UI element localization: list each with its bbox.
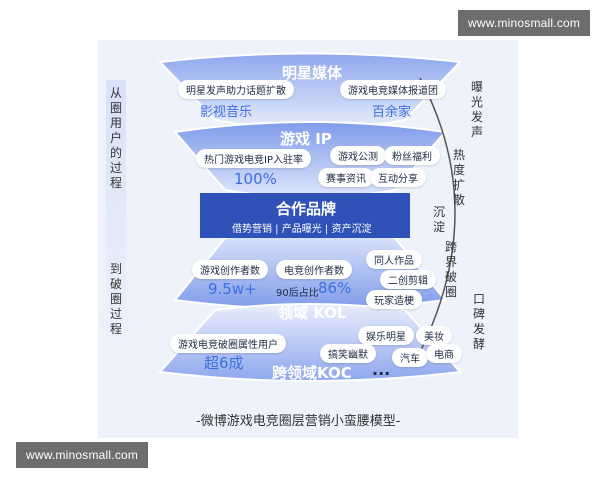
- right-arc: [419, 77, 456, 353]
- left-label-lower: 到破圈过程: [109, 262, 122, 336]
- diagram-caption: -微博游戏电竞圈层营销小蛮腰模型-: [196, 414, 401, 429]
- tier2-title: 游戏 IP: [280, 130, 332, 148]
- process-arrow: [98, 80, 134, 352]
- tier4-tag-3: 搞笑幽默: [320, 344, 376, 363]
- watermark-bottom: www.minosmall.com: [16, 442, 149, 468]
- right-label-exposure: 曝光发声: [470, 80, 483, 139]
- tier1-label-left: 影视音乐: [200, 105, 253, 120]
- tier2-pill-left: 热门游戏电竞IP入驻率: [196, 149, 311, 168]
- right-label-heat: 热度扩散: [452, 148, 465, 207]
- tier3-pill-mid: 电竞创作者数: [276, 260, 352, 279]
- right-label-wordofmouth: 口碑发酵: [472, 292, 485, 351]
- tier3-tag-2: 二创剪辑: [380, 270, 436, 289]
- watermark-top: www.minosmall.com: [458, 10, 591, 36]
- left-label-upper: 从圈用户的过程: [109, 86, 122, 190]
- tier4-tag-5: 电商: [426, 344, 462, 363]
- tier2-tag-4: 互动分享: [370, 168, 426, 187]
- tier3-ratio: 86%: [318, 279, 352, 297]
- tier4-pill-left: 游戏电竞破圈属性用户: [170, 334, 286, 353]
- right-label-settle: 沉淀: [432, 205, 445, 234]
- tier4-tag-1: 娱乐明星: [358, 326, 414, 345]
- center-title: 合作品牌: [276, 200, 337, 218]
- tier1-title: 明星媒体: [282, 64, 343, 82]
- tier1-label-right: 百余家: [372, 105, 412, 120]
- tier2-tag-3: 赛事资讯: [318, 168, 374, 187]
- tier4-title: 跨领域KOC: [272, 364, 352, 382]
- tier3-tag-3: 玩家造梗: [366, 290, 422, 309]
- tier4-more: ...: [372, 360, 391, 379]
- tier2-value: 100%: [234, 170, 277, 188]
- tier1-pill-left: 明星发声助力话题扩散: [178, 80, 294, 99]
- tier3-value: 9.5w+: [208, 280, 257, 298]
- center-subtitle: 借势营销 | 产品曝光 | 资产沉淀: [232, 224, 372, 235]
- tier4-tag-2: 美妆: [416, 326, 452, 345]
- right-label-crossover: 跨界破圈: [444, 240, 457, 299]
- tier4-band: [157, 303, 463, 382]
- tier3-tag-1: 同人作品: [366, 250, 422, 269]
- tier4-tag-4: 汽车: [392, 348, 428, 367]
- tier2-tag-2: 粉丝福利: [384, 146, 440, 165]
- center-band: [200, 193, 410, 238]
- tier3-title: 领域 KOL: [278, 304, 347, 322]
- tier4-value: 超6成: [204, 354, 244, 372]
- tier1-pill-right: 游戏电竞媒体报道团: [340, 80, 446, 99]
- tier3-pill-left: 游戏创作者数: [192, 260, 268, 279]
- tier2-tag-1: 游戏公测: [330, 146, 386, 165]
- tier3-ratio-prefix: 90后占比: [276, 288, 319, 299]
